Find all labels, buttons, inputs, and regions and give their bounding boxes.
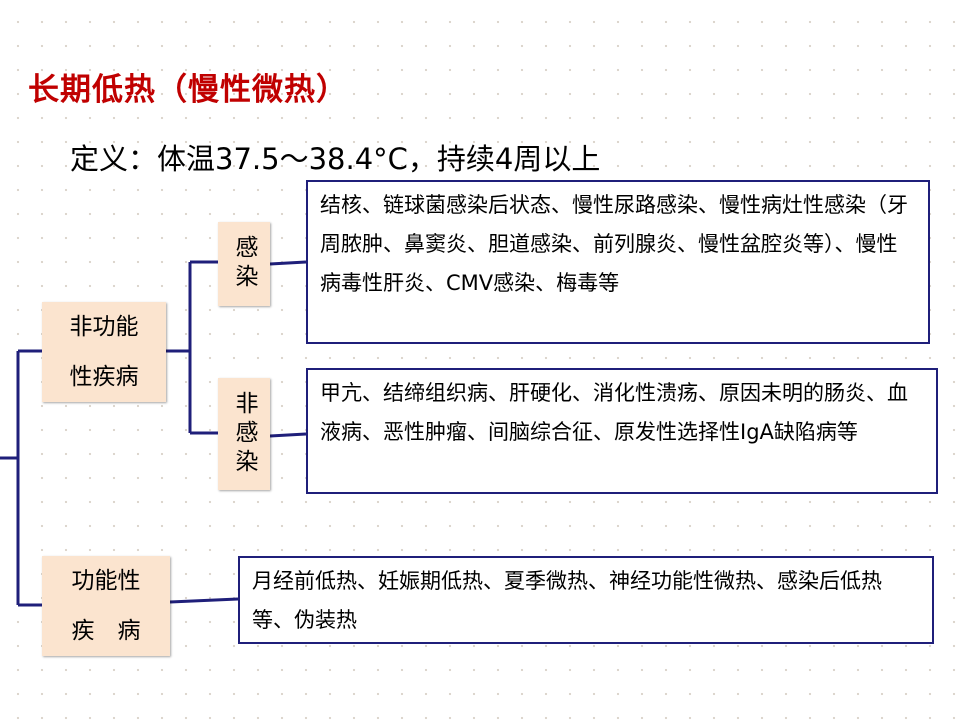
connector-noninfection-to-details [269, 432, 307, 438]
node-functional-line1: 功能性 [71, 568, 141, 594]
non-infection-details-box: 甲亢、结缔组织病、肝硬化、消化性溃疡、原因未明的肠炎、血液病、恶性肿瘤、间脑综合… [306, 368, 938, 494]
connector-functional-to-details [169, 597, 239, 604]
node-functional-disease: 功能性 疾 病 [42, 556, 170, 656]
node-non-infection: 非感染 [218, 378, 270, 490]
node-non-functional-disease: 非功能 性疾病 [42, 302, 166, 402]
functional-details-box: 月经前低热、妊娠期低热、夏季微热、神经功能性微热、感染后低热等、伪装热 [238, 556, 934, 644]
definition: 定义：体温37.5～38.4°C，持续4周以上 [70, 136, 600, 178]
node-non-functional-line1: 非功能 [69, 314, 139, 340]
definition-label: 定义： [70, 142, 158, 176]
page-title: 长期低热（慢性微热） [28, 72, 348, 108]
definition-text: 体温37.5～38.4°C，持续4周以上 [157, 142, 601, 176]
node-non-functional-line2: 性疾病 [69, 364, 139, 390]
infection-details-box: 结核、链球菌感染后状态、慢性尿路感染、慢性病灶性感染（牙周脓肿、鼻窦炎、胆道感染… [306, 180, 930, 344]
connector-infection-to-details [269, 260, 307, 266]
node-functional-line2: 疾 病 [71, 618, 141, 644]
node-infection: 感染 [218, 222, 270, 306]
